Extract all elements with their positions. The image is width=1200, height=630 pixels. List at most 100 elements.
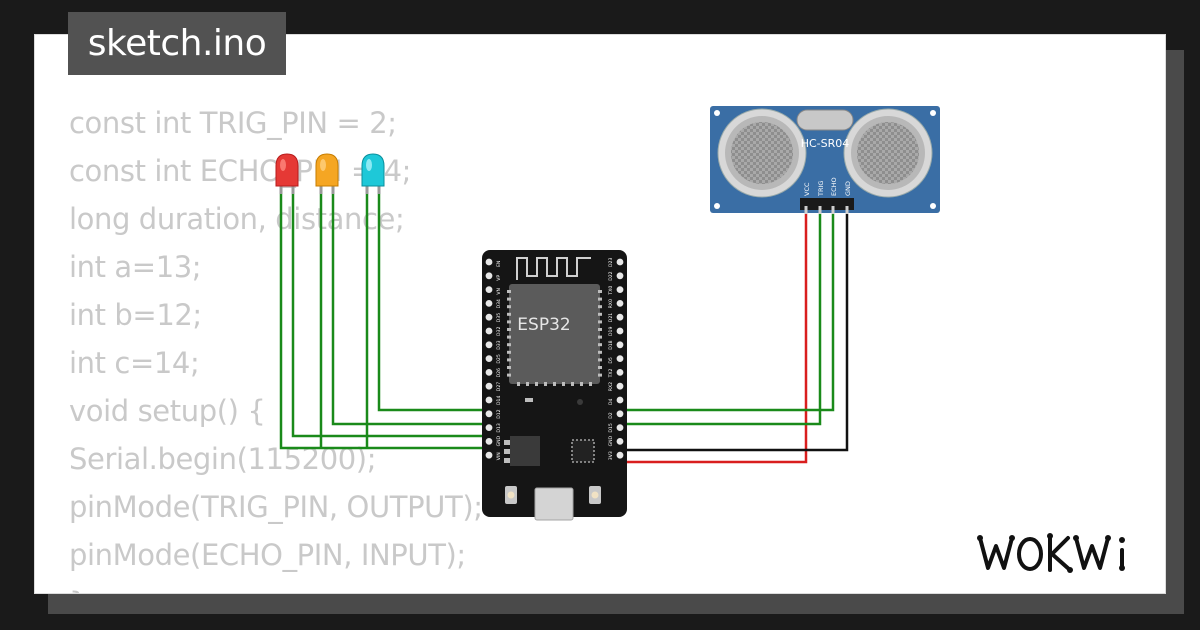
board-pin-en[interactable] [483,256,494,267]
board-pin-d18[interactable] [614,339,625,350]
wire-sensor-trig[interactable] [621,212,822,426]
board-pin-d5[interactable] [614,353,625,364]
board-pin-tx0[interactable] [614,284,625,295]
board-pin-vin[interactable] [483,450,494,461]
code-line: int b=12; [69,298,202,332]
sensor-pin-labels: VCC TRIG ECHO GND [803,177,852,197]
board-pin-label: D18 [608,340,614,349]
board-regulator [510,436,540,466]
led-cyan-highlight [366,159,372,171]
board-pin-d15[interactable] [614,422,625,433]
led-red[interactable] [275,153,299,194]
sensor-pin-label-vcc: VCC [803,182,811,196]
board-pin-vp[interactable] [483,270,494,281]
board-module-pad [553,382,556,386]
board-pin-d32[interactable] [483,325,494,336]
board-pin-label: TX0 [608,286,614,296]
wire-sensor-echo[interactable] [621,212,835,412]
wire-cyan-led-anode[interactable] [377,192,489,412]
board-pin-label: D26 [496,368,502,377]
wire-red-led-cathode[interactable] [279,192,489,450]
board-module-pad [589,382,592,386]
sensor-pins [804,206,849,214]
wire-red-led-anode[interactable] [291,192,489,438]
board-pin-d23[interactable] [614,256,625,267]
board-pin-label: D15 [608,423,614,432]
sensor-pin-label-trig: TRIG [817,181,825,197]
board-pin-d14[interactable] [483,394,494,405]
led-cyan-leg-cathode [365,180,369,194]
board-pin-d4[interactable] [614,394,625,405]
board-module-pad [507,305,511,309]
board-module-pad [544,382,547,386]
sensor-pin-label-gnd: GND [844,181,852,196]
board-pin-vn[interactable] [483,284,494,295]
led-yellow[interactable] [315,153,339,194]
board-module [509,284,600,384]
board-module-pad [507,366,511,369]
board-pin-d13[interactable] [483,422,494,433]
board-pin-d26[interactable] [483,367,494,378]
board-boot-button[interactable] [589,486,601,504]
board-pin-label: D33 [496,340,502,349]
board-pin-label: D19 [608,327,614,336]
board-pin-gnd[interactable] [614,436,625,447]
board-module-pad [517,382,520,386]
board-pin-label: D22 [608,271,614,280]
board-module-pad [507,335,511,339]
led-yellow-body [315,153,339,187]
board-pin-label: GND [608,435,614,446]
board-module-pad [507,343,511,347]
board-pin-3v3[interactable] [614,450,625,461]
board-module-pad [598,366,602,369]
board-led-dot [577,399,583,405]
board-pin-d21[interactable] [614,312,625,323]
board-pin-label: D23 [608,258,614,267]
board-pin-d33[interactable] [483,339,494,350]
wires [279,192,849,464]
code-line: pinMode(TRIG_PIN, OUTPUT); [69,490,483,524]
board-pin-label: VP [496,275,502,281]
board-module-pad [598,358,602,362]
board-module-pad [598,297,602,301]
hc-sr04-sensor[interactable]: HC-SR04 VCC TRIG ECHO GND [710,106,940,214]
board-pin-d22[interactable] [614,270,625,281]
board-module-pad [535,382,538,386]
board-antenna-trace [516,257,591,280]
board-pin-rx0[interactable] [614,298,625,309]
board-pin-d27[interactable] [483,381,494,392]
board-pin-tx2[interactable] [614,367,625,378]
board-module-pad [598,290,602,293]
board-left-pin-labels: ENVPVND34D35D32D33D25D26D27D14D12D13GNDV… [496,261,502,461]
board-pin-label: D2 [608,412,614,419]
esp32-board[interactable]: ESP32 ENVPVND34D35D32D33D25D26D27D14D12D… [482,250,627,521]
board-pin-label: EN [496,261,502,267]
board-module-pad [507,373,511,377]
board-pin-label: D12 [496,409,502,418]
led-cyan[interactable] [361,153,385,194]
board-en-button[interactable] [505,486,517,504]
led-cyan-leg-anode [377,180,381,194]
code-line: long duration, distance; [69,202,405,236]
led-cyan-body [361,153,385,187]
board-pin-label: TX2 [608,368,614,378]
board-pin-label: GND [496,435,502,446]
file-tab[interactable]: sketch.ino [68,12,286,75]
board-pin-d35[interactable] [483,312,494,323]
board-pin-d12[interactable] [483,408,494,419]
wire-sensor-vcc[interactable] [621,212,808,464]
board-pin-d34[interactable] [483,298,494,309]
wire-yellow-led-anode[interactable] [331,192,489,426]
board-pin-d25[interactable] [483,353,494,364]
board-pin-d2[interactable] [614,408,625,419]
board-pin-label: D5 [608,357,614,364]
board-antenna-area [507,250,602,286]
board-pin-d19[interactable] [614,325,625,336]
wire-sensor-gnd[interactable] [621,212,849,452]
board-smd-1 [525,398,533,402]
board-pin-gnd[interactable] [483,436,494,447]
sensor-label: HC-SR04 [801,137,850,150]
sensor-mount-holes [714,110,936,209]
board-pin-rx2[interactable] [614,381,625,392]
